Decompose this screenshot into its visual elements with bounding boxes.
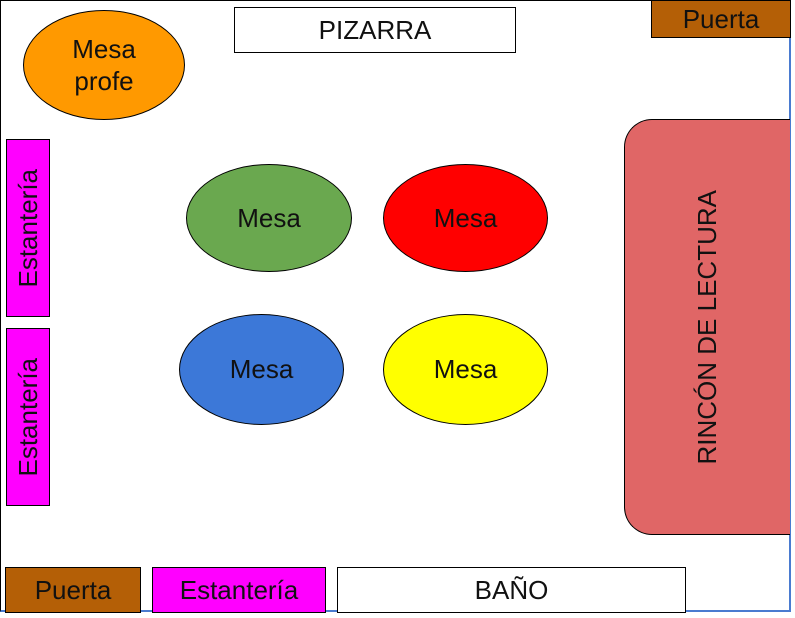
table-green: Mesa [186,164,352,272]
reading-corner-label: RINCÓN DE LECTURA [692,189,723,465]
teacher-desk-label-line2: profe [74,66,134,96]
table-yellow: Mesa [383,314,548,425]
shelf-left-top: Estantería [6,139,50,317]
shelf-left-bottom: Estantería [6,328,50,506]
door-bottom-label: Puerta [34,574,112,605]
table-yellow-label: Mesa [433,354,498,385]
door-bottom-left: Puerta [5,567,141,613]
shelf-bottom: Estantería [152,567,326,613]
table-blue-label: Mesa [229,354,294,385]
teacher-desk: Mesa profe [23,10,185,120]
door-top-label: Puerta [682,3,760,34]
shelf-left-top-label: Estantería [12,168,43,288]
pizarra-box: PIZARRA [234,7,516,53]
pizarra-label: PIZARRA [318,14,432,45]
bathroom-box: BAÑO [337,567,686,613]
teacher-desk-label-line1: Mesa [72,33,136,64]
table-red-label: Mesa [433,202,498,233]
table-blue: Mesa [179,314,344,425]
table-red: Mesa [383,164,548,272]
reading-corner: RINCÓN DE LECTURA [624,119,790,535]
door-top-right: Puerta [651,0,791,38]
shelf-bottom-label: Estantería [179,574,299,605]
shelf-left-bottom-label: Estantería [12,357,43,477]
table-green-label: Mesa [237,202,301,233]
bathroom-label: BAÑO [474,574,549,605]
